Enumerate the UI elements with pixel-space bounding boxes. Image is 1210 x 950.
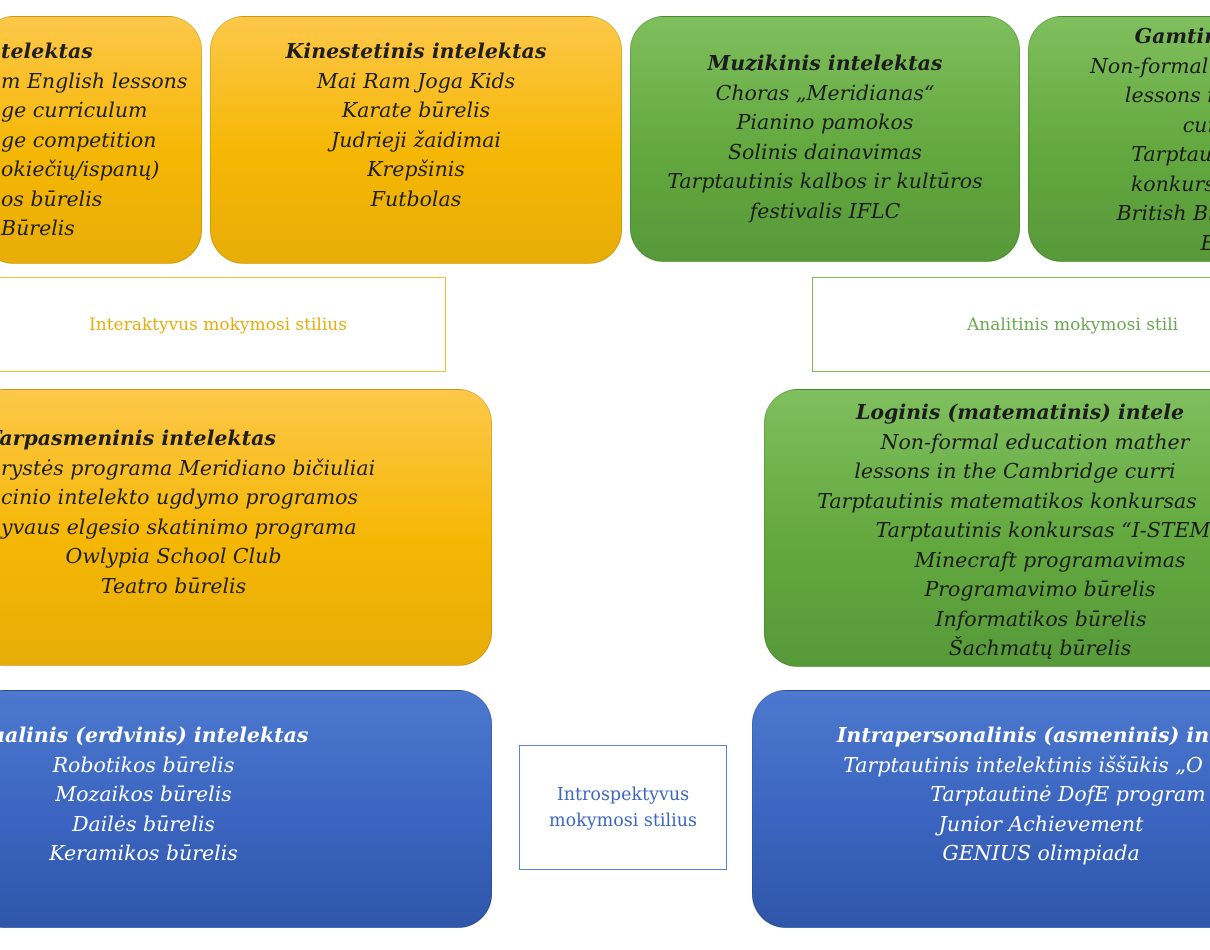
box-item: lessons in the Cambridge curri [854,459,1176,483]
box-item: lessons in [1124,83,1210,107]
box-item: Robotikos būrelis [52,752,235,777]
box-item: Šachmatų būrelis [948,636,1132,660]
box-item: Solinis dainavimas [728,139,922,164]
box-item: Mozaikos būrelis [55,782,232,806]
box-muzikinis-intelektas: Muzikinis intelektas Choras „Meridianas“… [630,16,1020,262]
box-item: Dailės būrelis [72,811,215,836]
box-item: Tarptautinis kalbos ir kultūros [667,169,983,193]
box-item: ge curriculum [1,98,148,122]
box-title: Intrapersonalinis (asmeninis) in [836,723,1210,747]
box-title: Loginis (matematinis) intele [855,400,1185,424]
box-item: ge competition [1,127,157,152]
box-item: Non-formal education mather [880,429,1190,454]
box-item: Tarptautinis matematikos konkursas [817,488,1197,513]
box-item: Choras „Meridianas“ [715,80,935,105]
box-item: Būrelis [1,216,75,240]
box-item: Informatikos būrelis [935,606,1147,631]
box-item: curr [1182,112,1210,137]
label-analitinis-stilius: Analitinis mokymosi stili [812,277,1210,372]
box-lingvistinis-intelektas: telektas m English lessons ge curriculum… [0,16,202,264]
box-item: konkursa [1130,171,1210,196]
box-loginis-intelektas: Loginis (matematinis) intele Non-formal … [764,389,1210,667]
box-item: Non-formal e [1089,53,1210,78]
box-item: Krepšinis [367,157,465,181]
box-item: Karate būrelis [341,98,491,122]
box-item: Tarptautinė DofE program [930,782,1206,806]
box-title: Muzikinis intelektas [707,51,943,75]
box-item: Junior Achievement [938,811,1144,836]
box-item: cinio intelekto ugdymo programos [1,485,359,509]
box-item: Pianino pamokos [736,110,914,134]
label-text-line2: mokymosi stilius [549,810,697,831]
box-title: Kinestetinis intelektas [285,39,547,63]
box-vizualinis-intelektas: zualinis (erdvinis) intelektas Robotikos… [0,690,492,928]
box-item: Keramikos būrelis [49,841,238,865]
box-item: festivalis IFLC [749,198,901,223]
box-item: Owlypia School Club [65,544,282,568]
box-item: Mai Ram Joga Kids [316,68,516,93]
box-tarpasmeninis-intelektas: Tarpasmeninis intelektas rystės programa… [0,389,492,666]
box-item: British Bio [1116,201,1210,225]
box-title: Gamtini [1134,24,1210,48]
box-item: os būrelis [1,186,103,211]
box-title: zualinis (erdvinis) intelektas [0,723,309,747]
box-item: Ec [1029,229,1210,259]
label-text: Analitinis mokymosi stili [967,314,1179,335]
box-item: Tarptautinis intelektinis iššūkis „O [843,752,1203,777]
box-item: m English lessons [1,68,188,93]
label-text: Interaktyvus mokymosi stilius [89,314,347,335]
label-text-line1: Introspektyvus [556,784,690,805]
box-intrapersonalinis-intelektas: Intrapersonalinis (asmeninis) in Tarptau… [752,690,1210,928]
box-item: rystės programa Meridiano bičiuliai [1,455,376,480]
box-title: Tarpasmeninis intelektas [0,426,276,450]
box-item: Minecraft programavimas [914,547,1186,572]
box-title: telektas [1,39,93,63]
box-item: okiečių/ispanų) [1,157,160,181]
box-item: Futbolas [370,186,462,211]
label-interaktyvus-stilius: Interaktyvus mokymosi stilius [0,277,446,372]
box-item: Judrieji žaidimai [331,127,501,152]
box-gamtinis-intelektas: Gamtini Non-formal e lessons in curr Tar… [1028,16,1210,262]
box-item: Tarptauti [1131,142,1210,166]
box-item: Tarptautinis konkursas “I-STEM [875,518,1210,542]
box-kinestetinis-intelektas: Kinestetinis intelektas Mai Ram Joga Kid… [210,16,622,264]
box-item: Programavimo būrelis [924,577,1156,601]
box-item: Teatro būrelis [100,573,247,598]
box-item: yvaus elgesio skatinimo programa [1,514,357,539]
box-item: GENIUS olimpiada [942,841,1140,865]
label-introspektyvus-stilius: Introspektyvus mokymosi stilius [519,745,727,870]
